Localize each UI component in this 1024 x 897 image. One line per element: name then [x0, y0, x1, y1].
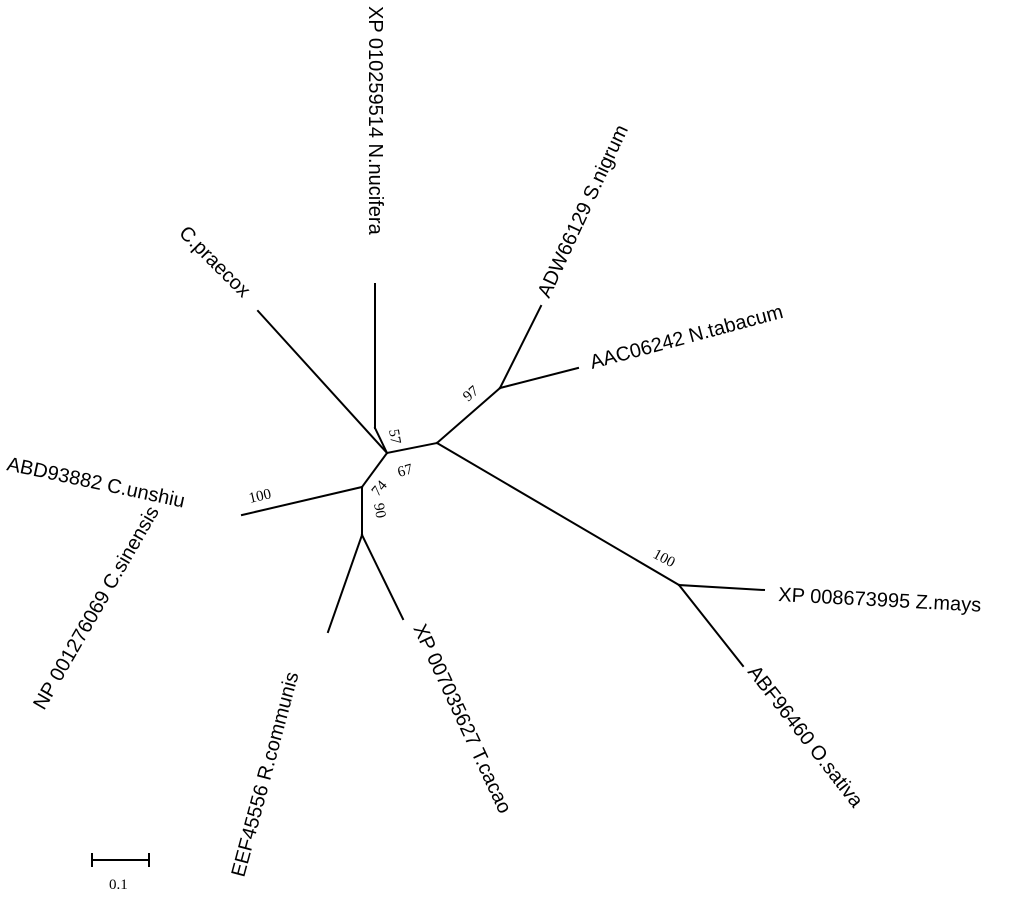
- bootstrap-67: 67: [396, 461, 415, 480]
- branch-mays: [677, 583, 766, 592]
- taxon-labels: XP 010259514 N.nucifera C.praecox ADW661…: [5, 6, 982, 879]
- taxon-label-nigrum: ADW66129 S.nigrum: [534, 122, 633, 302]
- taxon-label-cacao: XP 007035627 T.cacao: [408, 621, 515, 817]
- bootstrap-100-citrus: 100: [247, 486, 273, 507]
- branch-communis: [326, 533, 364, 634]
- bootstrap-74: 74: [369, 477, 391, 499]
- bootstrap-90: 90: [370, 502, 388, 520]
- branch-center-to-right-node: [385, 441, 439, 455]
- bootstrap-57: 57: [385, 428, 403, 446]
- taxon-label-tabacum: AAC06242 N.tabacum: [588, 301, 786, 374]
- branch-right-to-grasses: [435, 441, 681, 587]
- taxon-label-unshiu: ABD93882 C.unshiu: [5, 453, 187, 512]
- branch-nucifera-stem: [373, 426, 389, 455]
- bootstrap-100-grasses: 100: [650, 546, 677, 571]
- branch-sativa: [677, 583, 745, 668]
- branch-cacao: [360, 533, 405, 621]
- bootstrap-values: 57 97 74 67 100 90 100: [247, 383, 677, 571]
- taxon-label-sativa: ABF96460 O.sativa: [743, 662, 868, 813]
- scale-bar: 0.1: [91, 853, 150, 893]
- branch-left-to-citrus: [240, 485, 364, 517]
- branch-tabacum: [498, 366, 580, 390]
- branch-nigrum: [498, 304, 543, 390]
- taxon-label-sinensis: NP 001276069 C.sinensis: [29, 503, 164, 714]
- tree-branches: [240, 283, 766, 668]
- taxon-label-praecox: C.praecox: [174, 222, 254, 302]
- taxon-label-nucifera: XP 010259514 N.nucifera: [364, 6, 386, 236]
- branch-center-to-left-node: [360, 451, 389, 489]
- taxon-label-mays: XP 008673995 Z.mays: [778, 584, 982, 617]
- bootstrap-97: 97: [460, 383, 482, 405]
- branch-praecox: [256, 309, 389, 455]
- scale-bar-label: 0.1: [109, 877, 128, 893]
- branch-right-to-solanaceae: [435, 386, 502, 445]
- taxon-label-communis: EEF45556 R.communis: [228, 670, 304, 880]
